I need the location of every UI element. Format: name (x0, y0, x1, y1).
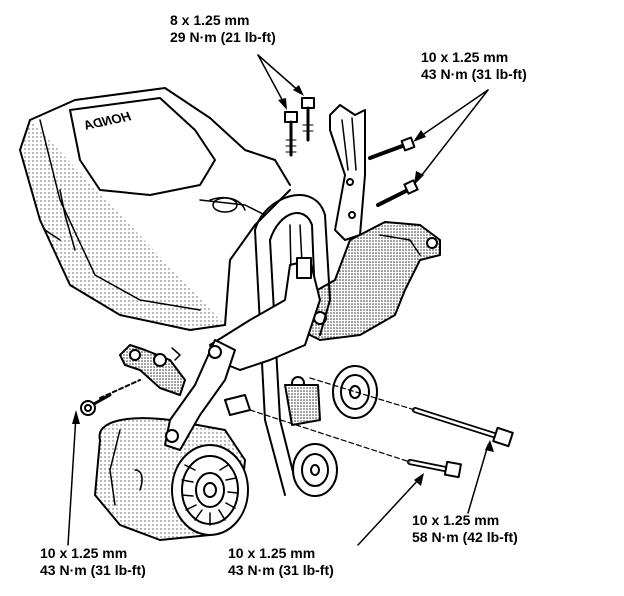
idler-pulley (332, 365, 378, 419)
callout-upper-bolts: 8 x 1.25 mm 29 N·m (21 lb-ft) (170, 12, 276, 46)
callout-size: 8 x 1.25 mm (170, 12, 250, 28)
callout-left-bolt: 10 x 1.25 mm 43 N·m (31 lb-ft) (40, 545, 146, 579)
mount-bracket (299, 221, 441, 341)
adjuster-arm (164, 339, 251, 451)
lower-bolt (249, 409, 462, 479)
callout-torque: 43 N·m (31 lb-ft) (228, 562, 334, 578)
alternator (94, 417, 249, 541)
leader-lines (67, 54, 489, 546)
callout-size: 10 x 1.25 mm (412, 512, 500, 528)
callout-torque: 29 N·m (21 lb-ft) (170, 29, 276, 45)
callout-torque: 43 N·m (31 lb-ft) (40, 562, 146, 578)
upper-bolts (284, 97, 315, 157)
valve-cover (19, 87, 291, 331)
callout-torque: 58 N·m (42 lb-ft) (412, 529, 518, 545)
adjuster-bracket (329, 104, 366, 241)
arrowheads (72, 85, 494, 486)
callout-size: 10 x 1.25 mm (228, 545, 316, 561)
callout-long-bolt: 10 x 1.25 mm 58 N·m (42 lb-ft) (412, 512, 518, 546)
right-bolts (368, 136, 419, 207)
callout-lower-bolt: 10 x 1.25 mm 43 N·m (31 lb-ft) (228, 545, 334, 579)
long-bolt (309, 377, 514, 448)
left-bracket (80, 344, 186, 416)
callout-right-bolts: 10 x 1.25 mm 43 N·m (31 lb-ft) (421, 49, 527, 83)
lower-pulley (292, 443, 338, 497)
tensioner-bracket (209, 257, 321, 426)
callout-torque: 43 N·m (31 lb-ft) (421, 66, 527, 82)
callout-size: 10 x 1.25 mm (40, 545, 128, 561)
drive-belt (254, 194, 331, 496)
callout-size: 10 x 1.25 mm (421, 49, 509, 65)
